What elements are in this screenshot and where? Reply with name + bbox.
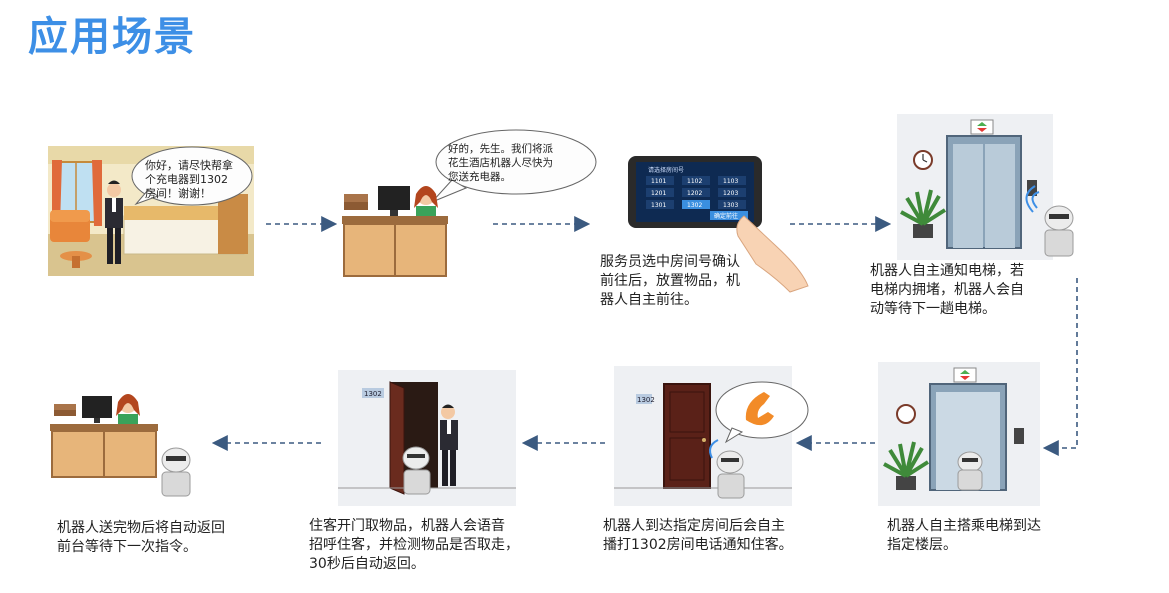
tablet-header: 请选择房间号 — [648, 166, 684, 174]
tablet-room-label: 1102 — [687, 178, 702, 185]
tablet-room-button[interactable] — [718, 176, 746, 185]
elevator-call-illustration — [897, 114, 1077, 260]
tablet-room-button[interactable] — [646, 200, 674, 209]
reception-return-illustration — [50, 384, 222, 502]
tablet-illustration: 请选择房间号 1101 1102 1103 1201 1202 1203 1301 1302 1… — [626, 154, 816, 294]
tablet-room-button[interactable] — [682, 200, 710, 209]
guest-bubble-line-3: 房间！谢谢！ — [145, 186, 211, 200]
guest-room-illustration: 你好，请尽快帮拿 个充电器到1302 房间！谢谢！ — [48, 146, 254, 276]
tablet-room-button[interactable] — [718, 188, 746, 197]
page-title: 应用场景 — [28, 14, 196, 60]
reception-bubble-line-1: 好的，先生。我们将派 — [448, 142, 553, 155]
caption-step8: 机器人送完物后将自动返回 前台等待下一次指令。 — [57, 520, 225, 555]
tablet-room-label: 1203 — [723, 190, 738, 197]
elevator-ride-illustration — [878, 362, 1040, 506]
door-number-label-right: 1302 — [637, 396, 655, 404]
tablet-room-label: 1202 — [687, 190, 702, 197]
tablet-room-label: 1201 — [651, 190, 666, 197]
caption-step6: 机器人到达指定房间后会自主 播打1302房间电话通知住客。 — [603, 518, 793, 553]
tablet-room-label: 1303 — [723, 202, 738, 209]
tablet-room-label: 1101 — [651, 178, 666, 185]
guest-bubble-line-2: 个充电器到1302 — [145, 172, 228, 186]
door-number-label-left: 1302 — [364, 390, 382, 398]
door-call-illustration: 1302 — [614, 366, 810, 506]
guest-pickup-illustration: 1302 — [338, 370, 516, 506]
caption-step5: 机器人自主搭乘电梯到达 指定楼层。 — [887, 518, 1041, 553]
tablet-room-label: 1103 — [723, 178, 738, 185]
tablet-room-button[interactable] — [718, 200, 746, 209]
arrow-4-5 — [1042, 278, 1078, 456]
reception-bubble-line-2: 花生酒店机器人尽快为 — [448, 156, 553, 169]
tablet-room-button[interactable] — [646, 176, 674, 185]
tablet-room-button[interactable] — [646, 188, 674, 197]
tablet-room-button[interactable] — [682, 188, 710, 197]
tablet-room-label: 1302 — [687, 202, 702, 209]
tablet-confirm-button: 确定前往 — [714, 212, 738, 220]
reception-illustration: 好的，先生。我们将派 花生酒店机器人尽快为 您送充电器。 — [340, 122, 600, 278]
caption-step7: 住客开门取物品，机器人会语音 招呼住客，并检测物品是否取走， 30秒后自动返回。 — [309, 518, 519, 572]
caption-step3: 服务员选中房间号确认 前往后，放置物品，机 器人自主前往。 — [600, 254, 740, 308]
tablet-room-label: 1301 — [651, 202, 666, 209]
guest-bubble-line-1: 你好，请尽快帮拿 — [145, 158, 233, 172]
caption-step4: 机器人自主通知电梯，若 电梯内拥堵，机器人会自 动等待下一趟电梯。 — [870, 263, 1024, 317]
reception-bubble-line-3: 您送充电器。 — [448, 170, 511, 183]
tablet-room-button[interactable] — [682, 176, 710, 185]
